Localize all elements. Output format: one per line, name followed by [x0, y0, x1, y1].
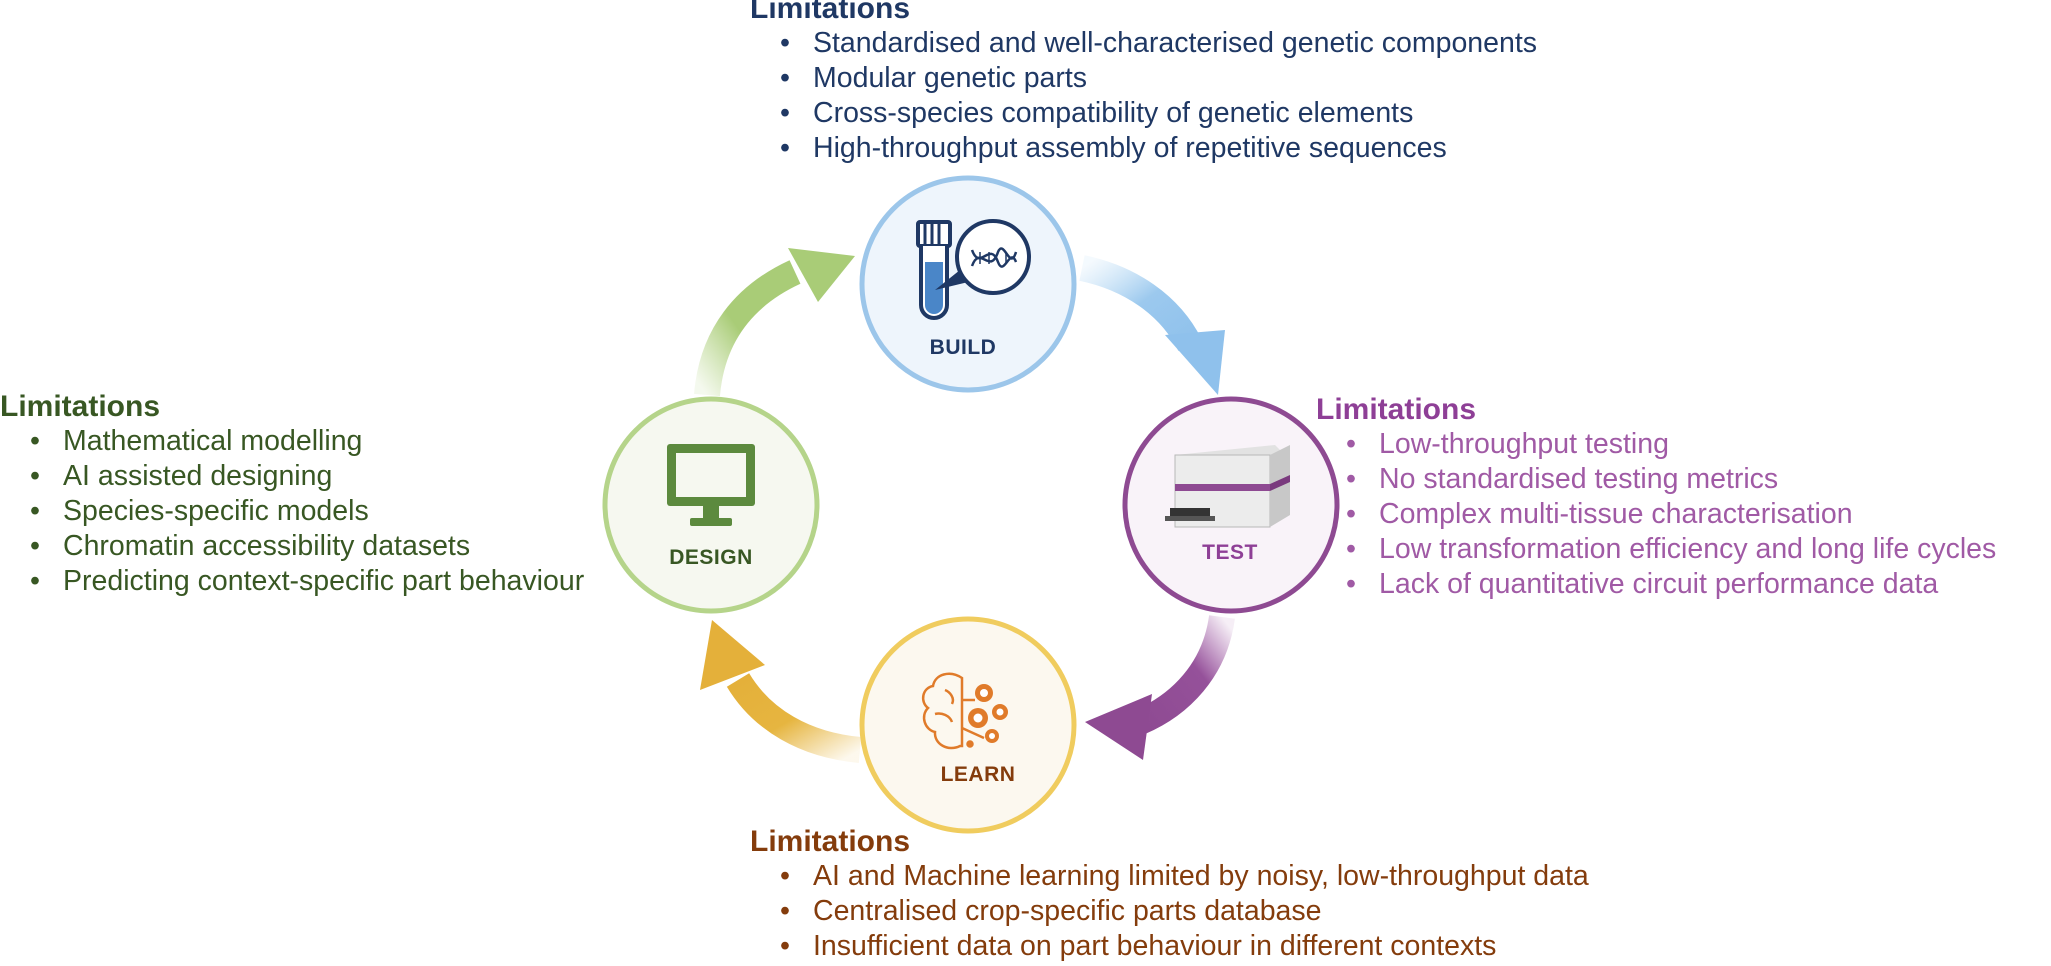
arrow-test-to-learn	[1085, 614, 1235, 760]
learn-circle	[859, 616, 1077, 834]
list-item: Species-specific models	[30, 494, 584, 529]
test-limitations-title: Limitations	[1316, 393, 1477, 426]
arrow-design-to-build	[694, 248, 855, 397]
list-item: Centralised crop-specific parts database	[780, 894, 1589, 929]
list-item: Complex multi-tissue characterisation	[1346, 497, 1996, 532]
list-item: Insufficient data on part behaviour in d…	[780, 929, 1589, 964]
design-limitations: Limitations Mathematical modelling AI as…	[0, 390, 584, 599]
brain-gears-icon	[921, 672, 1008, 750]
learn-limitations-title: Limitations	[750, 825, 911, 858]
test-tube-dna-icon	[916, 219, 1031, 320]
learn-stage-label: LEARN	[940, 763, 1016, 786]
computer-monitor-icon	[667, 444, 755, 526]
list-item: Predicting context-specific part behavio…	[30, 564, 584, 599]
list-item: Modular genetic parts	[780, 61, 1537, 96]
design-limitations-list: Mathematical modelling AI assisted desig…	[0, 424, 584, 599]
test-limitations-list: Low-throughput testing No standardised t…	[1316, 427, 1996, 602]
list-item: No standardised testing metrics	[1346, 462, 1996, 497]
build-limitations-title: Limitations	[750, 0, 911, 25]
list-item: High-throughput assembly of repetitive s…	[780, 131, 1537, 166]
learn-limitations: Limitations AI and Machine learning limi…	[750, 825, 1589, 964]
test-stage-label: TEST	[1202, 541, 1258, 564]
list-item: Mathematical modelling	[30, 424, 584, 459]
design-limitations-title: Limitations	[0, 390, 161, 423]
list-item: AI and Machine learning limited by noisy…	[780, 859, 1589, 894]
list-item: Cross-species compatibility of genetic e…	[780, 96, 1537, 131]
arrow-build-to-test	[1079, 255, 1225, 395]
list-item: Standardised and well-characterised gene…	[780, 26, 1537, 61]
build-limitations: Limitations Standardised and well-charac…	[750, 0, 1537, 166]
list-item: AI assisted designing	[30, 459, 584, 494]
design-stage-label: DESIGN	[669, 546, 753, 569]
list-item: Chromatin accessibility datasets	[30, 529, 584, 564]
learn-limitations-list: AI and Machine learning limited by noisy…	[750, 859, 1589, 964]
list-item: Low-throughput testing	[1346, 427, 1996, 462]
test-limitations: Limitations Low-throughput testing No st…	[1316, 393, 1996, 602]
plate-reader-icon	[1165, 445, 1290, 528]
list-item: Low transformation efficiency and long l…	[1346, 532, 1996, 567]
build-limitations-list: Standardised and well-characterised gene…	[750, 26, 1537, 166]
arrow-learn-to-design	[700, 620, 862, 763]
list-item: Lack of quantitative circuit performance…	[1346, 567, 1996, 602]
build-stage-label: BUILD	[929, 336, 997, 359]
